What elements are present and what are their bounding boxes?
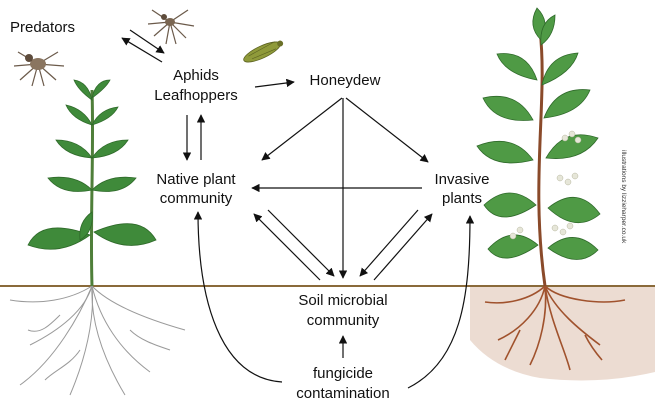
arrow-fungicide-to-invasive (407, 215, 475, 389)
arrow-aphids-to-predators (121, 37, 163, 63)
node-leafhoppers: Leafhoppers (154, 87, 237, 104)
knotweed-plant-icon (476, 7, 626, 371)
node-soil-microbial: Soil microbial (298, 292, 387, 309)
arrow-predators-to-aphids (129, 29, 165, 54)
arrow-honeydew-to-invasive (345, 97, 429, 163)
soil-patch (470, 286, 655, 381)
node-invasive: Invasive (434, 171, 489, 188)
node-honeydew: Honeydew (310, 72, 381, 89)
arrow-soil-to-native (253, 213, 321, 281)
arrow-aphids-to-honeydew (254, 78, 295, 88)
arrow-soil-to-invasive (373, 213, 433, 281)
arrow-native-to-soil (267, 209, 335, 277)
arrow-fungicide-to-native (193, 211, 283, 383)
node-predators: Predators (10, 19, 75, 36)
arrow-invasive-to-soil (359, 209, 419, 277)
node-contamination: contamination (296, 385, 389, 402)
illustration-credit: illustrations by lizzieharper.co.uk (620, 150, 627, 244)
node-native-plant: Native plant (156, 171, 236, 188)
spider-icon (147, 9, 195, 45)
node-native-community: community (160, 190, 233, 207)
node-invasive-plants: plants (442, 190, 482, 207)
node-aphids: Aphids (173, 67, 219, 84)
node-soil-community: community (307, 312, 380, 329)
leafhopper-icon (243, 40, 284, 63)
arrows (121, 29, 475, 389)
nettle-plant-icon (9, 79, 186, 396)
node-fungicide: fungicide (313, 365, 373, 382)
spider-icon (13, 51, 65, 87)
arrow-honeydew-to-native (261, 97, 343, 161)
